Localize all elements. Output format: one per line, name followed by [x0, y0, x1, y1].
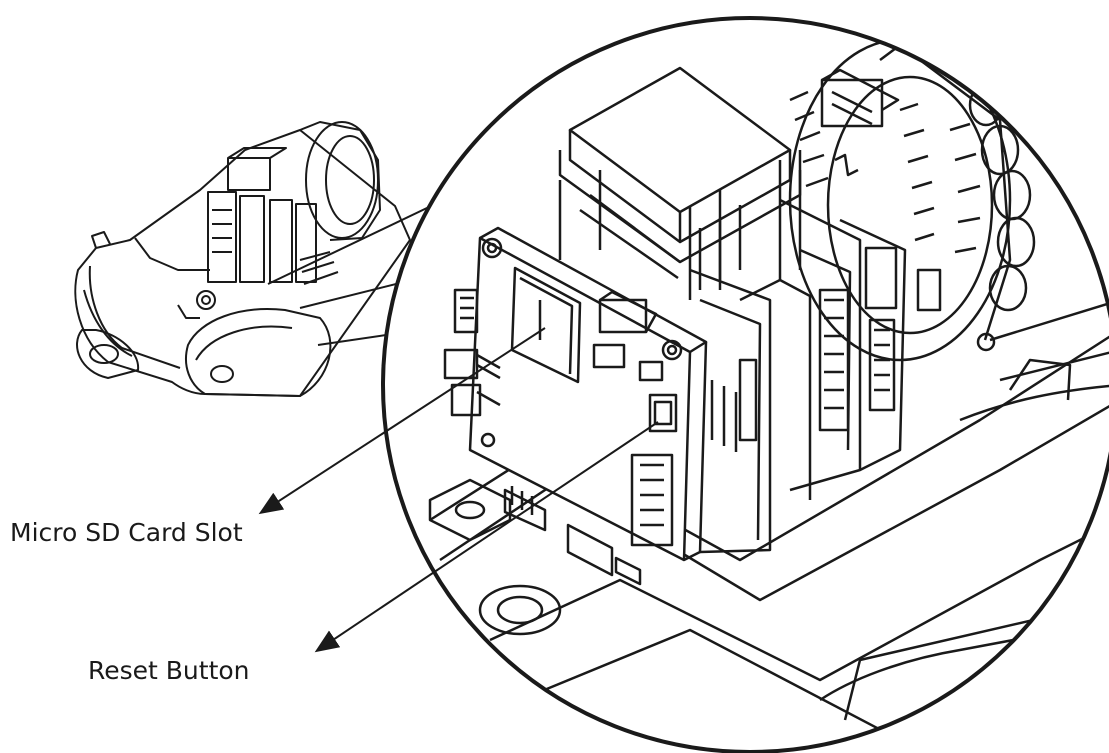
micro-sd-card-slot-label: Micro SD Card Slot: [10, 518, 243, 547]
zoomed-board-detail: [428, 38, 1109, 742]
reset-button-part: [648, 393, 678, 433]
camera-overview-illustration: [74, 121, 411, 397]
sd-slot-arrow: [258, 327, 546, 515]
reset-button-label: Reset Button: [88, 656, 250, 685]
callout-arrows: [258, 327, 659, 653]
sd-slot-outline: [510, 266, 582, 384]
zoom-circle: [381, 16, 1109, 753]
reset-button-arrow: [314, 421, 659, 653]
